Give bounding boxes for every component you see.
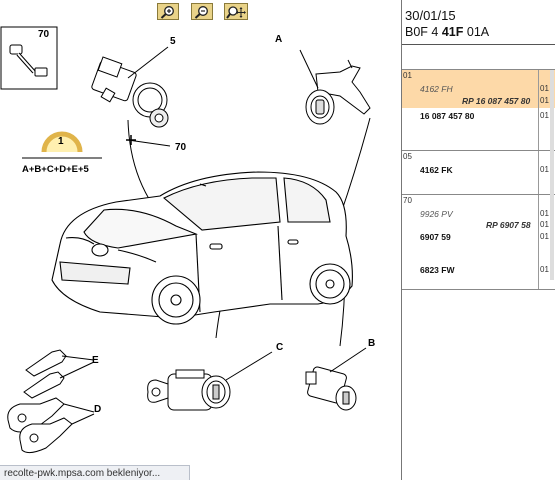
part-ref[interactable]: RP 16 087 457 80 [462,96,531,106]
zoom-in-button[interactable] [157,3,179,20]
zoom-pan-icon [226,5,246,19]
header-code: B0F 4 41F 01A [405,23,555,39]
kit-formula: A+B+C+D+E+5 [22,164,90,175]
label-c: C [276,342,283,353]
part-qty: 01 [540,84,549,93]
zoom-toolbar [0,0,401,22]
zoom-out-icon [194,5,208,19]
part-qty: 01 [540,165,549,174]
diagram-panel: 70 5 A [0,0,402,480]
part-ref[interactable]: 4162 FH [420,84,453,94]
label-d: D [94,404,101,415]
parts-diagram: 70 5 A [0,26,375,454]
key-blanks-part-e [23,349,95,399]
group-number: 05 [403,152,412,161]
zoom-out-button[interactable] [191,3,213,20]
car-illustration [51,171,353,325]
part-group-70[interactable]: 70 9926 PV 01 RP 6907 58 01 6907 59 01 6… [402,195,555,290]
code-pre: B0F 4 [405,25,439,39]
part-qty: 01 [540,232,549,241]
zoom-in-icon [160,5,174,19]
inset-70: 70 [0,26,58,90]
parts-list-panel: 30/01/15 B0F 4 41F 01A 01 4162 FH 01 RP … [402,0,555,480]
label-70-inset: 70 [38,29,50,40]
kit-badge: 1 [22,131,102,159]
scrollbar[interactable] [550,70,554,280]
header: 30/01/15 B0F 4 41F 01A [402,0,555,45]
header-date: 30/01/15 [405,8,456,23]
group-number: 01 [403,71,412,80]
part-qty: 01 [540,220,549,229]
part-ref[interactable]: 4162 FK [420,165,453,175]
code-post: 01A [466,25,490,39]
selected-row-highlight [402,70,555,108]
label-a: A [275,34,282,45]
code-bold: 41F [441,25,464,39]
ignition-lock-part-5 [91,56,169,128]
header-spacer [402,45,555,70]
zoom-pan-button[interactable] [224,3,248,20]
part-group-01[interactable]: 01 4162 FH 01 RP 16 087 457 80 01 16 087… [402,70,555,151]
part-qty: 01 [540,265,549,274]
part-group-05[interactable]: 05 4162 FK 01 [402,151,555,195]
part-ref[interactable]: RP 6907 58 [486,220,531,230]
screw-icon [9,44,48,77]
part-qty: 01 [540,209,549,218]
part-ref[interactable]: 9926 PV [420,209,453,219]
lock-cylinder-part-c [147,369,231,411]
door-lock-part-a [305,59,371,125]
label-e: E [92,355,99,366]
fuel-lock-part-b [305,366,357,411]
remote-keys-part-d [7,397,95,454]
part-ref[interactable]: 6823 FW [420,265,455,275]
part-ref[interactable]: 16 087 457 80 [420,111,475,121]
label-1: 1 [58,136,64,147]
part-qty: 01 [540,111,549,120]
label-5: 5 [170,36,176,47]
group-number: 70 [403,196,412,205]
label-70: 70 [175,142,187,153]
part-qty: 01 [540,96,549,105]
screw-70 [126,135,171,147]
part-ref[interactable]: 6907 59 [420,232,451,242]
label-b: B [368,338,375,349]
status-bar: recolte-pwk.mpsa.com bekleniyor... [0,465,190,480]
